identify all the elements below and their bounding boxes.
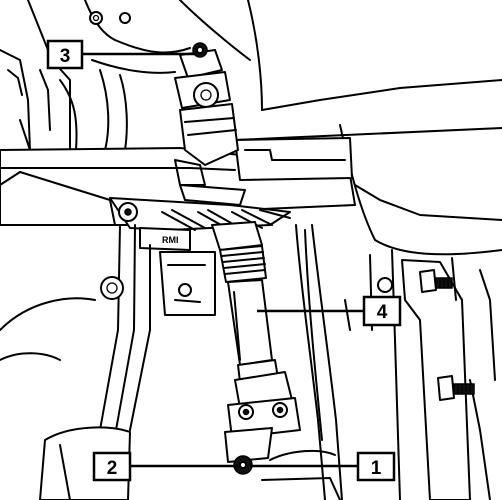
rmi-bracket: RMI xyxy=(139,227,216,316)
upper-bolt xyxy=(419,269,453,293)
intermediate-shaft xyxy=(211,221,279,383)
callout-1: 1 xyxy=(356,451,396,482)
callout-1-label: 1 xyxy=(371,458,382,479)
upper-left-structure xyxy=(0,0,191,151)
upper-steering-shaft xyxy=(174,42,239,166)
crossbar-beam xyxy=(0,137,356,226)
callout-3: 3 xyxy=(46,39,84,70)
rmi-tag-text: RMI xyxy=(162,235,179,245)
callout-leaders xyxy=(82,52,364,468)
callout-4: 4 xyxy=(362,295,402,327)
lower-bolt xyxy=(437,375,475,401)
right-pedal-bracket xyxy=(369,249,496,500)
lower-universal-joint xyxy=(224,371,301,475)
pedal-arms xyxy=(0,224,151,461)
right-side-members xyxy=(261,224,351,500)
callout-2-label: 2 xyxy=(107,458,118,479)
callout-3-label: 3 xyxy=(60,46,71,67)
callout-2: 2 xyxy=(92,451,132,482)
callout-4-label: 4 xyxy=(377,302,388,323)
